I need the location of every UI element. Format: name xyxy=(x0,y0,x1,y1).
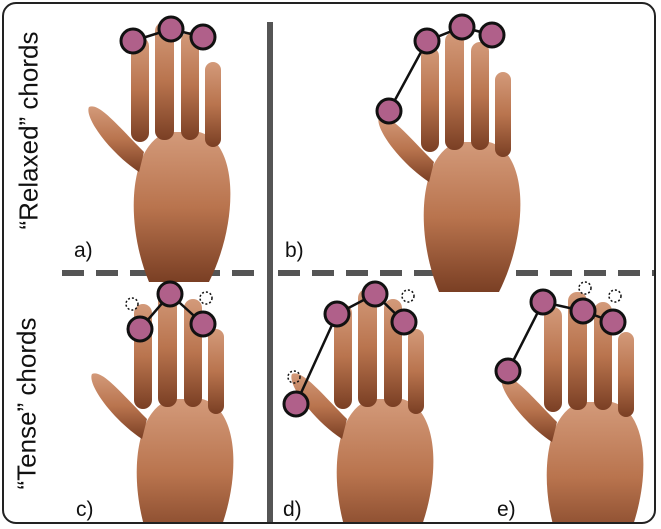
fingertip-marker xyxy=(325,302,349,326)
fingertip-marker xyxy=(284,392,308,416)
lifted-finger-marker xyxy=(200,292,212,304)
panel-label-e: e) xyxy=(497,498,516,522)
fingertip-marker xyxy=(480,23,504,47)
hands-illustration xyxy=(4,4,656,524)
lifted-finger-marker xyxy=(609,290,621,302)
hand-panel-a xyxy=(88,22,230,282)
panel-label-b: b) xyxy=(285,239,304,263)
lifted-finger-marker xyxy=(402,290,414,302)
fingertip-marker xyxy=(363,282,387,306)
fingertip-marker xyxy=(128,317,152,341)
fingertip-marker xyxy=(158,282,182,306)
panel-label-a: a) xyxy=(74,239,93,263)
fingertip-marker xyxy=(121,29,145,53)
fingertip-marker xyxy=(191,312,215,336)
fingertip-marker xyxy=(415,29,439,53)
panel-label-c: c) xyxy=(76,498,94,522)
lifted-finger-marker xyxy=(126,298,138,310)
panel-label-d: d) xyxy=(283,498,302,522)
fingertip-marker xyxy=(450,15,474,39)
fingertip-marker xyxy=(601,310,625,334)
fingertip-marker xyxy=(571,299,595,323)
lifted-finger-marker xyxy=(579,282,591,294)
hand-panel-b xyxy=(378,32,520,292)
figure-frame: “Relaxed” chords “Tense” chords xyxy=(2,2,656,524)
fingertip-marker xyxy=(191,25,215,49)
fingertip-marker xyxy=(531,290,555,314)
fingertip-marker xyxy=(392,310,416,334)
fingertip-marker xyxy=(159,17,183,41)
fingertip-marker xyxy=(377,99,401,123)
fingertip-marker xyxy=(496,359,520,383)
